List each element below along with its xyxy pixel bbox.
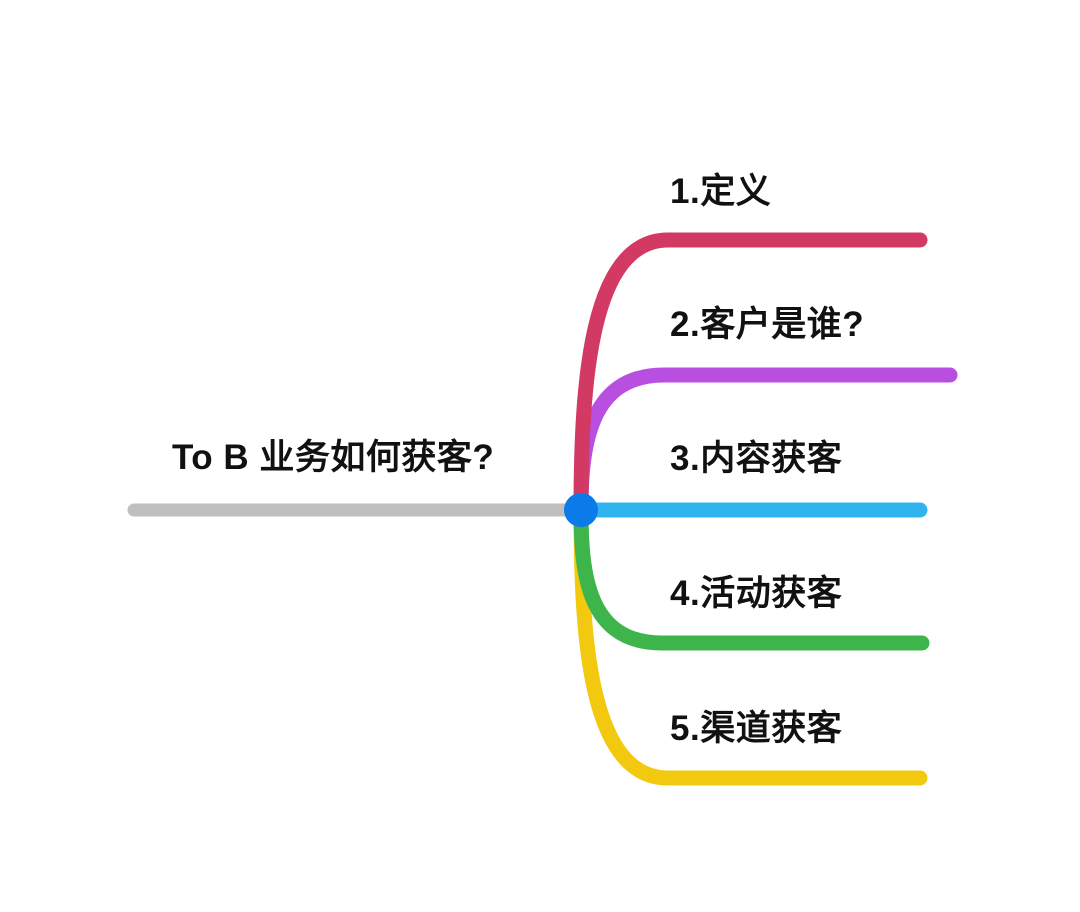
- branch-label-1[interactable]: 1.定义: [670, 172, 772, 211]
- branch-label-2[interactable]: 2.客户是谁?: [670, 305, 865, 344]
- branch-connector-4: [573, 502, 930, 651]
- root-node-dot[interactable]: [564, 493, 598, 527]
- branch-label-3[interactable]: 3.内容获客: [670, 439, 843, 478]
- branch-label-5[interactable]: 5.渠道获客: [670, 709, 843, 748]
- root-node-label[interactable]: To B 业务如何获客?: [172, 438, 495, 477]
- branch-connector-1: [573, 232, 928, 518]
- branch-label-4[interactable]: 4.活动获客: [670, 574, 843, 613]
